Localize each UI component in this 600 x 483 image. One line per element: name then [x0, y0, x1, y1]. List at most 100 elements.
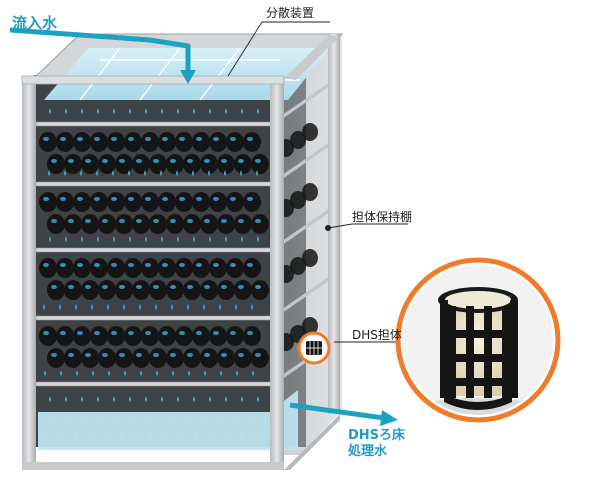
sponge-media	[183, 214, 201, 234]
sponge-media	[158, 326, 176, 346]
water-drop	[224, 170, 226, 176]
sponge-highlight	[51, 219, 57, 223]
sponge-media	[183, 154, 201, 174]
sponge-highlight	[111, 263, 117, 267]
water-drop	[129, 396, 131, 402]
sponge-highlight	[136, 353, 142, 357]
basket-rib	[440, 300, 448, 398]
water-drop	[128, 170, 130, 176]
sponge-media	[98, 214, 116, 234]
sponge-media	[98, 348, 116, 368]
sponge-media	[226, 326, 244, 346]
basket-rib	[466, 306, 474, 398]
treated-water-label: DHSろ床 処理水	[348, 428, 405, 460]
water-drop	[64, 170, 66, 176]
sponge-media	[81, 154, 99, 174]
sponge-highlight	[255, 159, 261, 163]
sponge-media	[90, 326, 108, 346]
sponge-media-side	[290, 257, 306, 275]
basket-grid	[440, 300, 518, 398]
sponge-media	[64, 280, 82, 300]
basket-band	[440, 378, 518, 386]
sponge-highlight	[136, 285, 142, 289]
sponge-media	[175, 192, 193, 212]
sponge-highlight	[255, 219, 261, 223]
sponge-highlight	[213, 331, 219, 335]
media-label: DHS担体	[352, 328, 402, 342]
sponge-media	[124, 326, 142, 346]
sponge-media	[47, 214, 65, 234]
sponge-highlight	[128, 331, 134, 335]
front-right-post	[270, 78, 284, 470]
sponge-media	[192, 192, 210, 212]
water-drop	[171, 304, 173, 310]
sponge-highlight	[102, 353, 108, 357]
water-drop	[59, 304, 61, 310]
inflow-label: 流入水	[12, 14, 58, 32]
water-drop	[192, 170, 194, 176]
sponge-media-side	[302, 123, 318, 141]
sponge-media	[64, 348, 82, 368]
sponge-media	[107, 258, 125, 278]
water-drop	[81, 108, 83, 114]
sponge-highlight	[196, 197, 202, 201]
sponge-media	[209, 258, 227, 278]
water-drop	[144, 170, 146, 176]
water-drop	[256, 170, 258, 176]
sponge-media	[200, 280, 218, 300]
sponge-media	[39, 132, 57, 152]
treated-water-line2: 処理水	[348, 444, 388, 459]
water-drop	[113, 236, 115, 242]
water-drop	[241, 236, 243, 242]
sponge-media	[251, 280, 269, 300]
sponge-media	[149, 154, 167, 174]
sponge-media-side	[302, 183, 318, 201]
distributor-divider	[139, 47, 181, 101]
rack-shelf-side	[272, 142, 330, 186]
sponge-media	[90, 192, 108, 212]
sponge-media	[251, 348, 269, 368]
sponge-highlight	[170, 353, 176, 357]
rack-shelf-side	[272, 276, 330, 320]
basket-rib	[510, 300, 518, 398]
sponge-highlight	[43, 331, 49, 335]
sponge-highlight	[77, 331, 83, 335]
sponge-media	[192, 258, 210, 278]
sponge-highlight	[68, 159, 74, 163]
water-drop	[240, 170, 242, 176]
sponge-highlight	[221, 353, 227, 357]
water-drop	[145, 108, 147, 114]
sponge-media	[115, 280, 133, 300]
water-drop	[97, 396, 99, 402]
sponge-media	[183, 280, 201, 300]
sponge-highlight	[77, 197, 83, 201]
water-drop	[193, 108, 195, 114]
sponge-highlight	[162, 331, 168, 335]
sponge-media	[183, 348, 201, 368]
water-drop	[252, 370, 254, 376]
water-drop	[209, 236, 211, 242]
sponge-highlight	[94, 263, 100, 267]
sponge-media	[251, 214, 269, 234]
water-drop	[187, 304, 189, 310]
sponge-media	[81, 214, 99, 234]
sponge-highlight	[43, 197, 49, 201]
sponge-media	[141, 258, 159, 278]
sponge-media	[166, 280, 184, 300]
sponge-highlight	[68, 285, 74, 289]
water-drop	[139, 304, 141, 310]
sponge-highlight	[238, 353, 244, 357]
water-drop	[176, 170, 178, 176]
sponge-media	[158, 132, 176, 152]
water-drop	[235, 304, 237, 310]
sponge-highlight	[196, 137, 202, 141]
sponge-media	[234, 348, 252, 368]
sponge-media	[209, 192, 227, 212]
sponge-highlight	[60, 197, 66, 201]
water-drop	[81, 396, 83, 402]
water-drop	[75, 304, 77, 310]
sponge-media	[200, 348, 218, 368]
basket-rib	[502, 306, 510, 398]
water-drop	[80, 170, 82, 176]
